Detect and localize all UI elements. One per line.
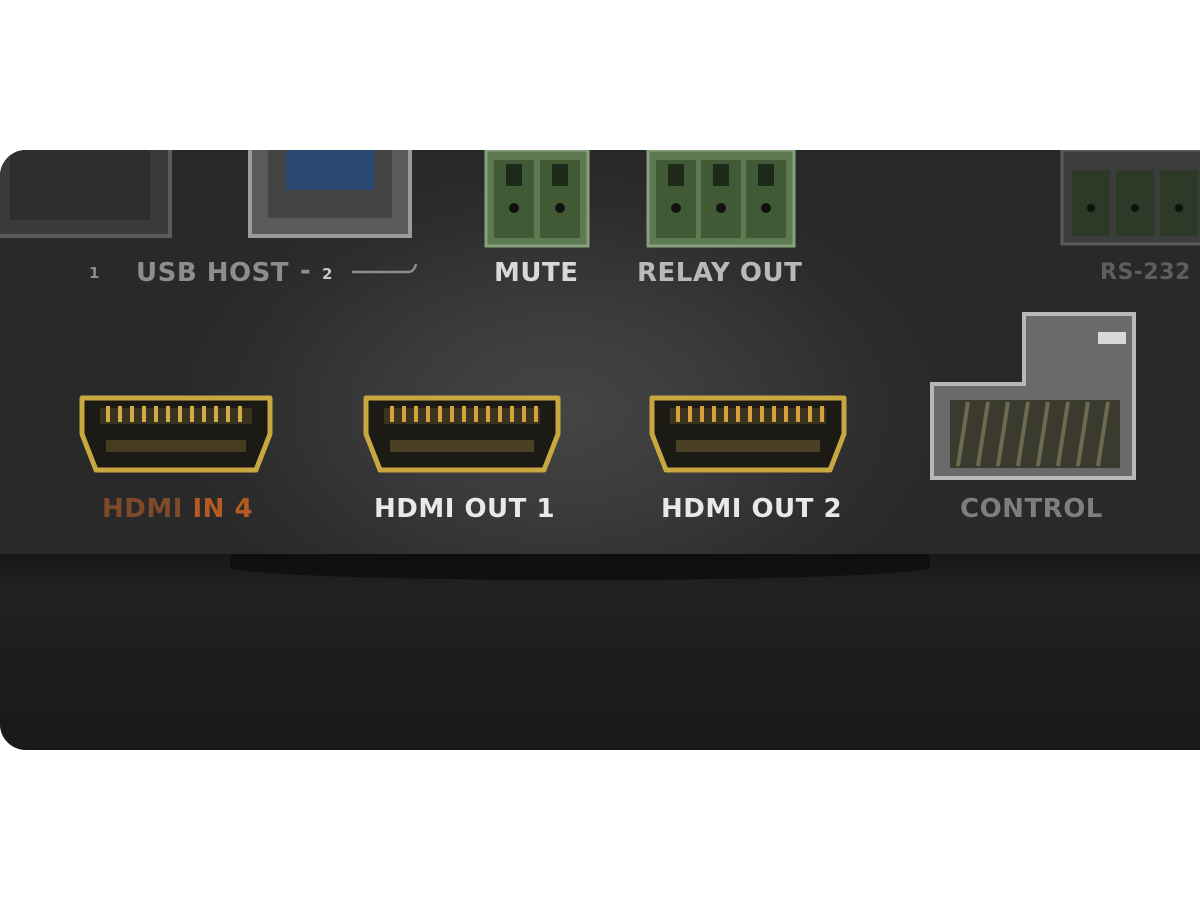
hdmi-in-4-label: HDMI IN 4 (102, 494, 253, 524)
control-rj45-port (930, 312, 1136, 480)
usb-host-dash: - (300, 256, 312, 286)
hdmi-out-1-port (363, 395, 561, 473)
control-label: CONTROL (960, 494, 1103, 524)
usb-port-2 (248, 150, 412, 238)
usb-host-label: USB HOST (136, 258, 290, 288)
usb-divider-line (352, 263, 418, 274)
relay-out-label: RELAY OUT (637, 258, 803, 288)
usb-port-2-label: 2 (322, 265, 333, 283)
hdmi-out-1-label: HDMI OUT 1 (374, 494, 556, 524)
usb-port-1 (0, 150, 172, 238)
hdmi-in-4-label-prefix: HDMI (102, 494, 183, 524)
hdmi-out-2-label: HDMI OUT 2 (661, 494, 843, 524)
device-rear-panel: 1 USB HOST - 2 MUTE RELAY OUT RS-232 (0, 150, 1200, 750)
panel-face (0, 150, 1200, 558)
hdmi-in-4-port (79, 395, 273, 473)
rs232-terminal (1060, 150, 1200, 246)
panel-shadow (230, 554, 930, 580)
usb-port-1-label: 1 (89, 264, 100, 282)
rs232-label: RS-232 (1100, 260, 1191, 285)
hdmi-in-4-label-suffix: IN 4 (192, 494, 254, 524)
mute-label: MUTE (494, 258, 579, 288)
mute-terminal (484, 150, 590, 248)
panel-bottom-edge (0, 554, 1200, 750)
hdmi-out-2-port (649, 395, 847, 473)
relay-out-terminal (646, 150, 796, 248)
